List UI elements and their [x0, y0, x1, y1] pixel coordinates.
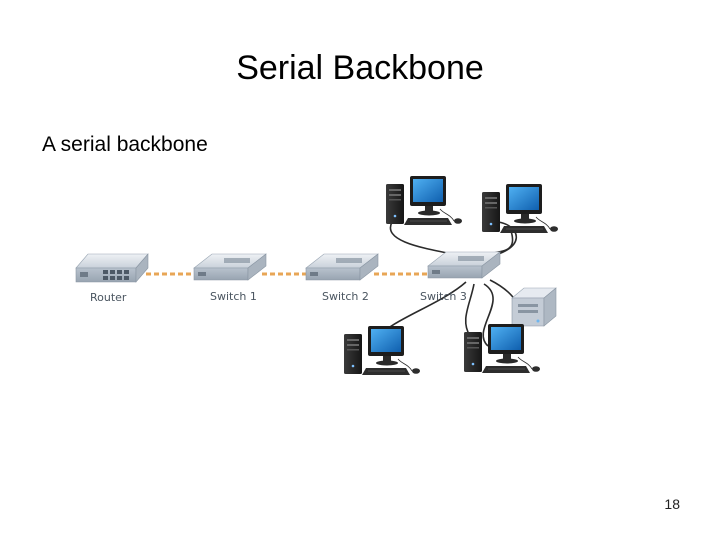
bullet-text: A serial backbone [42, 133, 208, 156]
switch3-label: Switch 3 [420, 290, 467, 303]
switch2-label: Switch 2 [322, 290, 369, 303]
computer-top-right [481, 183, 559, 234]
switch3-device [427, 251, 501, 279]
router-device [75, 253, 149, 283]
computer-bottom-right [463, 323, 541, 374]
slide-title: Serial Backbone [236, 49, 484, 87]
page-number: 18 [664, 496, 680, 512]
computer-top-left [385, 175, 463, 226]
switch1-device [193, 253, 267, 281]
switch2-device [305, 253, 379, 281]
server-device [511, 287, 557, 327]
router-label: Router [90, 291, 127, 304]
computer-bottom-left [343, 325, 421, 376]
switch1-label: Switch 1 [210, 290, 257, 303]
